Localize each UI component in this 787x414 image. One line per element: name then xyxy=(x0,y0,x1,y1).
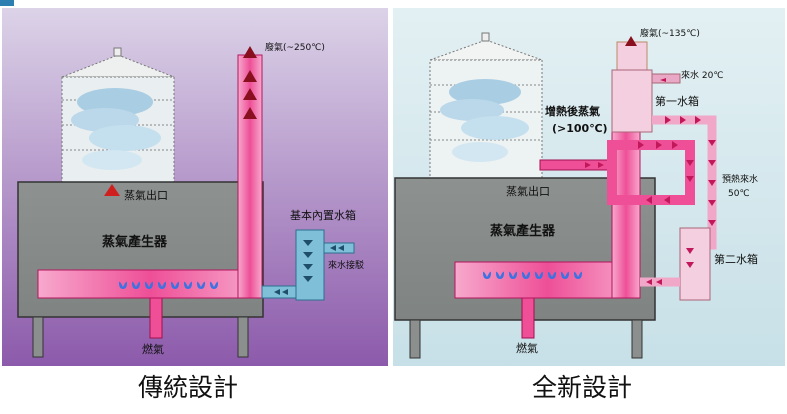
right-caption: 全新設計 xyxy=(532,373,633,402)
right-steamer-tower xyxy=(429,32,543,181)
right-water-in-label: 來水 20℃ xyxy=(681,71,724,81)
left-generator-label: 蒸氣產生器 xyxy=(102,235,168,250)
right-preheat-label-1: 預熱來水 xyxy=(722,175,759,185)
left-caption: 傳統設計 xyxy=(138,373,239,402)
left-fuel-label: 燃氣 xyxy=(142,343,164,356)
right-tank2-label: 第二水箱 xyxy=(714,253,758,266)
right-preheat-label-2: 50℃ xyxy=(728,189,750,199)
left-steam-outlet-label: 蒸氣出口 xyxy=(124,189,168,202)
left-water-inlet-label: 來水接駁 xyxy=(328,261,365,271)
right-fuel-pipe xyxy=(521,297,535,339)
right-exhaust-arrow xyxy=(625,36,637,46)
corner-accent xyxy=(0,0,14,6)
left-steam-outlet-arrow xyxy=(104,184,120,196)
left-leg-2 xyxy=(237,316,249,358)
right-superheated-label-1: 增熱後蒸氣 xyxy=(545,105,600,118)
left-steamer-tower xyxy=(61,47,175,183)
right-flames xyxy=(483,271,582,279)
right-superheated-label-2: (>100℃) xyxy=(552,122,608,135)
left-exhaust-arrows xyxy=(243,46,257,119)
right-steam-outlet-label: 蒸氣出口 xyxy=(506,185,550,198)
left-flames xyxy=(119,281,218,289)
left-exhaust-label: 廢氣(~250℃) xyxy=(265,43,325,53)
left-tank-label: 基本內置水箱 xyxy=(290,209,356,222)
right-tank1 xyxy=(611,69,653,133)
right-tank1-label: 第一水箱 xyxy=(655,95,699,108)
right-leg-2 xyxy=(631,319,643,359)
left-tank-arrows xyxy=(274,240,344,295)
left-fuel-pipe xyxy=(149,297,163,339)
right-tank2 xyxy=(679,227,711,301)
right-exhaust-label: 廢氣(~135℃) xyxy=(640,29,700,39)
right-generator-label: 蒸氣產生器 xyxy=(490,224,556,239)
right-pipe-arrows xyxy=(585,78,716,285)
right-superheat-loop xyxy=(607,140,695,205)
right-leg-1 xyxy=(409,319,421,359)
left-leg-1 xyxy=(32,316,44,358)
right-fuel-label: 燃氣 xyxy=(516,342,538,355)
left-burner-chamber xyxy=(37,269,263,299)
